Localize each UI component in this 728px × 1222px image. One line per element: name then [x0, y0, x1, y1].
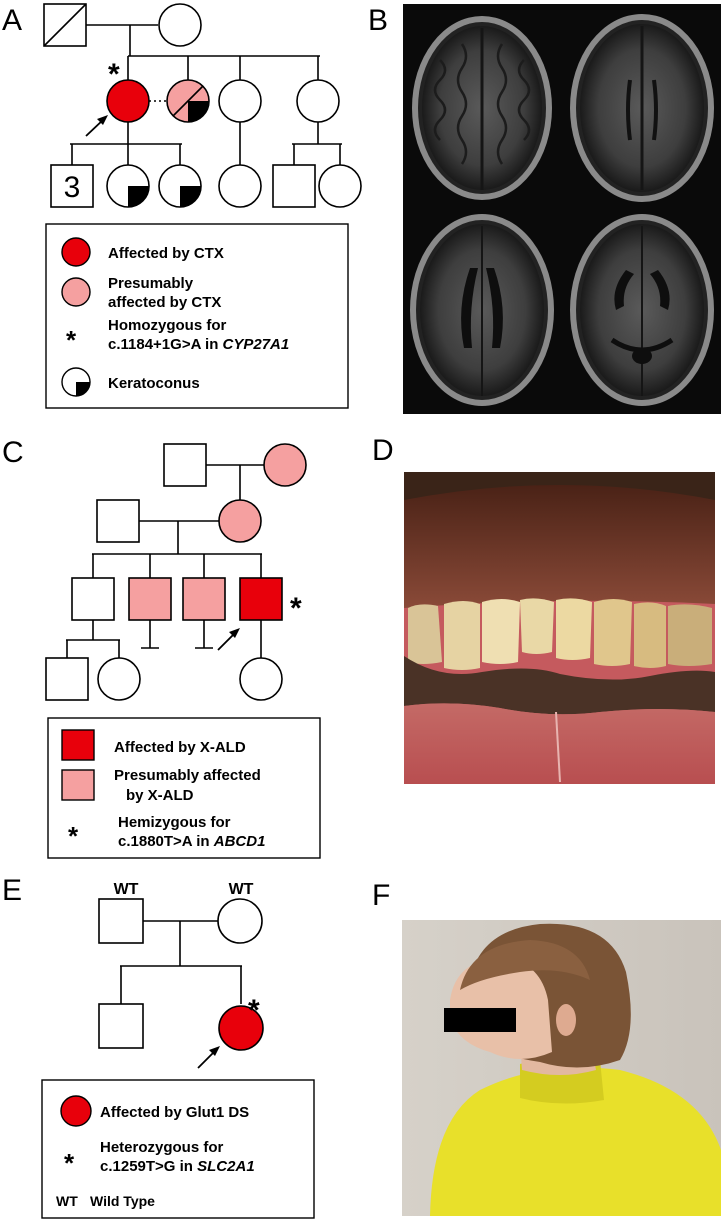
panel-letter-c: C — [2, 436, 24, 469]
mri-slice-1 — [412, 16, 552, 200]
patient-photo — [402, 920, 721, 1216]
mri-slice-4 — [570, 214, 714, 406]
e-legend-wt-abbrev: WT — [56, 1193, 78, 1209]
c-son-2-presumed — [128, 577, 172, 621]
c-proband-asterisk: * — [290, 592, 302, 625]
panel-letter-b: B — [368, 4, 388, 37]
anonymization-bar — [444, 1008, 516, 1032]
e-father — [98, 898, 144, 944]
panel-c: C * — [2, 436, 321, 859]
c-grandson — [45, 657, 89, 701]
c-great-grandmother-presumed — [263, 443, 307, 487]
e-legend-affected-symbol — [60, 1095, 92, 1127]
a-legend-affected-symbol — [61, 237, 91, 267]
panel-a: A * 3 — [2, 3, 362, 409]
a-proband-asterisk: * — [108, 58, 120, 91]
c-grandfather — [96, 499, 140, 543]
c-legend-affected: Affected by X-ALD — [114, 739, 246, 756]
c-legend-hemizygous-2: c.1880T>A in ABCD1 — [118, 833, 265, 850]
panel-letter-e: E — [2, 874, 22, 907]
e-proband-affected — [218, 1005, 264, 1051]
a-legend-presumed-1: Presumably — [108, 275, 194, 292]
dental-photo — [404, 472, 715, 784]
a-sons-group — [50, 164, 94, 208]
e-legend-affected: Affected by Glut1 DS — [100, 1104, 249, 1121]
mri-slice-3 — [410, 214, 554, 406]
e-mother-wt: WT — [229, 881, 254, 898]
a-nephew — [272, 164, 316, 208]
panel-letter-d: D — [372, 434, 394, 467]
e-legend-heterozygous-2: c.1259T>G in SLC2A1 — [100, 1158, 255, 1175]
c-legend-presumed-2: by X-ALD — [126, 787, 194, 804]
a-sister-3 — [296, 79, 340, 123]
mri-slice-2 — [570, 14, 714, 202]
e-legend-wt-full: Wild Type — [90, 1193, 155, 1209]
c-proband-daughter — [239, 657, 283, 701]
a-legend-box — [45, 223, 349, 409]
a-daughter-2-keratoconus — [180, 186, 201, 207]
a-legend-presumed-2: affected by CTX — [108, 294, 221, 311]
a-daughter-1-keratoconus — [128, 186, 149, 207]
panel-b: B — [368, 4, 721, 414]
a-legend-homozygous-1: Homozygous for — [108, 317, 226, 334]
e-brother — [98, 1003, 144, 1049]
a-niece-2 — [318, 164, 362, 208]
panel-d: D — [372, 434, 715, 784]
a-grandmother — [158, 3, 202, 47]
c-son-3-presumed — [182, 577, 226, 621]
a-legend-asterisk: * — [66, 325, 77, 355]
e-legend-asterisk: * — [64, 1148, 75, 1178]
c-legend-presumed-symbol — [61, 769, 95, 801]
a-sister-2 — [218, 79, 262, 123]
e-mother — [217, 898, 263, 944]
c-proband-affected — [239, 577, 283, 621]
c-granddaughter-1 — [97, 657, 141, 701]
panel-letter-a: A — [2, 4, 22, 37]
panel-f: F — [372, 879, 721, 1216]
panel-letter-f: F — [372, 879, 390, 912]
a-deceased-slash — [43, 3, 87, 47]
c-legend-asterisk: * — [68, 821, 79, 851]
c-son-1 — [71, 577, 115, 621]
a-legend-affected: Affected by CTX — [108, 245, 224, 262]
e-proband-asterisk: * — [248, 994, 260, 1027]
a-sister-keratoconus — [188, 101, 209, 122]
a-legend-presumed-symbol — [61, 277, 91, 307]
a-legend-homozygous-2: c.1184+1G>A in CYP27A1 — [108, 336, 289, 353]
c-great-grandfather — [163, 443, 207, 487]
c-legend-presumed-1: Presumably affected — [114, 767, 261, 784]
a-legend-keratoconus: Keratoconus — [108, 375, 200, 392]
c-grandmother-presumed — [218, 499, 262, 543]
e-legend-heterozygous-1: Heterozygous for — [100, 1139, 224, 1156]
a-niece — [218, 164, 262, 208]
c-legend-hemizygous-1: Hemizygous for — [118, 814, 231, 831]
e-father-wt: WT — [114, 881, 139, 898]
a-sons-count: 3 — [64, 171, 81, 204]
panel-e: E WT WT * Affected by Glut1 DS * Heteroz… — [2, 874, 315, 1219]
c-legend-affected-symbol — [61, 729, 95, 761]
